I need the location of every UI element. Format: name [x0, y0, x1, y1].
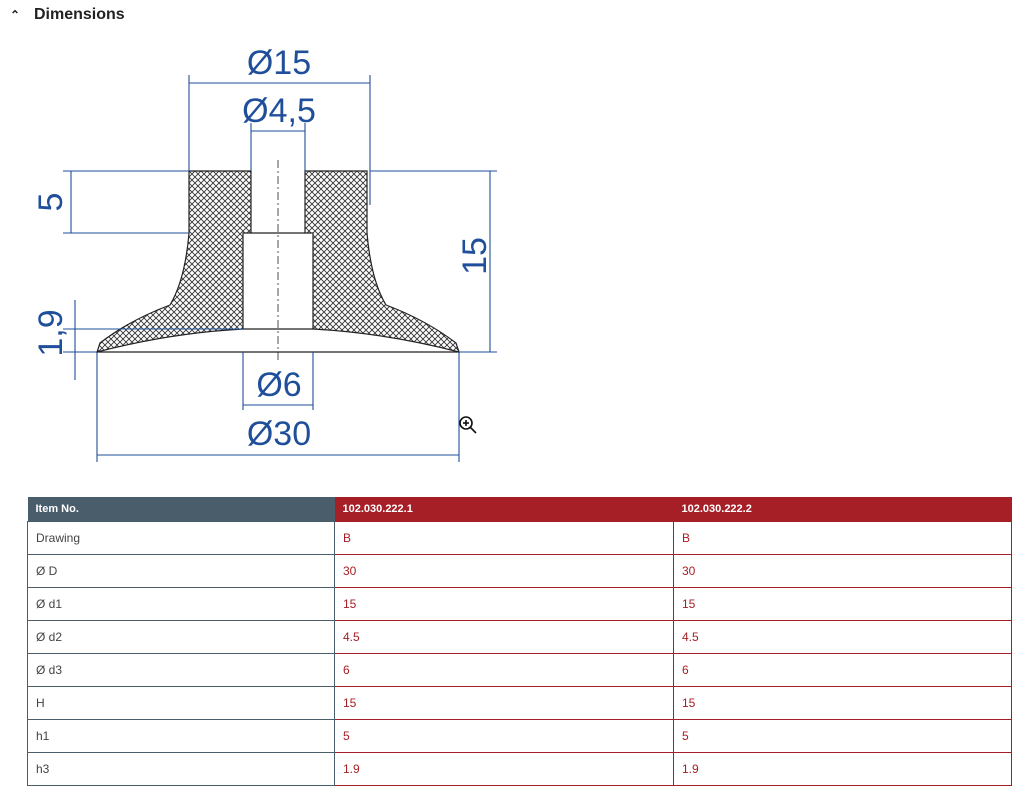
row-label: Ø d3	[27, 653, 335, 687]
row-value: 4.5	[334, 620, 674, 654]
label-d1: Ø15	[247, 44, 311, 82]
header-item-1: 102.030.222.1	[334, 497, 674, 522]
section-title: Dimensions	[34, 6, 125, 23]
label-D: Ø30	[247, 415, 311, 453]
label-h3: 1,9	[32, 309, 70, 356]
row-value: 15	[673, 587, 1012, 621]
row-value: 6	[334, 653, 674, 687]
row-value: 1.9	[334, 752, 674, 786]
row-label: h1	[27, 719, 335, 753]
row-label: Ø d1	[27, 587, 335, 621]
row-value: 15	[673, 686, 1012, 720]
row-label: Drawing	[27, 521, 335, 555]
row-value: 15	[334, 587, 674, 621]
dimensions-table: Item No. 102.030.222.1 102.030.222.2 Dra…	[27, 497, 1012, 786]
label-h1: 5	[32, 193, 70, 212]
row-label: h3	[27, 752, 335, 786]
row-value: 1.9	[673, 752, 1012, 786]
row-label: Ø d2	[27, 620, 335, 654]
dimension-drawing: Ø15 Ø4,5 Ø6 Ø30 5 15 1,9	[32, 44, 497, 462]
header-item-2: 102.030.222.2	[673, 497, 1012, 522]
row-label: H	[27, 686, 335, 720]
header-item-no: Item No.	[27, 497, 335, 522]
section-header[interactable]: ⌃ Dimensions	[10, 6, 125, 24]
row-value: 30	[673, 554, 1012, 588]
table-header-row: Item No. 102.030.222.1 102.030.222.2	[27, 497, 1012, 522]
zoom-in-icon[interactable]	[459, 416, 477, 434]
row-value: 5	[673, 719, 1012, 753]
label-d2: Ø4,5	[242, 92, 316, 130]
row-value: 30	[334, 554, 674, 588]
row-value: 4.5	[673, 620, 1012, 654]
section-left	[96, 170, 252, 353]
row-label: Ø D	[27, 554, 335, 588]
row-value: 6	[673, 653, 1012, 687]
row-value: 5	[334, 719, 674, 753]
row-value: B	[673, 521, 1012, 555]
chevron-up-icon[interactable]: ⌃	[10, 8, 21, 22]
label-H: 15	[456, 237, 494, 275]
row-value: 15	[334, 686, 674, 720]
section-right	[304, 170, 460, 353]
row-value: B	[334, 521, 674, 555]
label-d3: Ø6	[256, 366, 301, 404]
